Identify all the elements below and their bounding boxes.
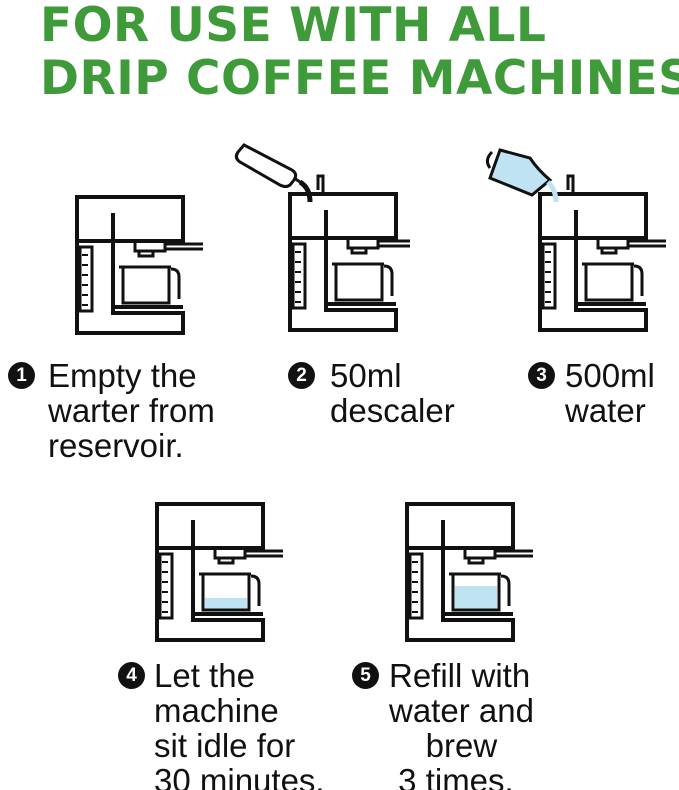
step-1: 1 Empty the warter from reservoir.	[8, 358, 215, 463]
coffee-machine-icon	[75, 195, 205, 335]
step-text: Empty the warter from reservoir.	[48, 357, 215, 464]
step-number-badge: 5	[352, 662, 379, 689]
step-number-badge: 3	[528, 362, 555, 389]
step-5: 5 Refill with water and brew 3 times.	[352, 658, 534, 790]
step-2: 2 50ml descaler	[288, 358, 455, 428]
coffee-machine-brew-icon	[405, 502, 535, 642]
step-3: 3 500ml water	[528, 358, 655, 428]
step-text: Let the machine sit idle for 30 minutes.	[154, 657, 325, 790]
step-number-badge: 1	[8, 362, 35, 389]
step-text: 50ml descaler	[330, 357, 455, 429]
step-text: Refill with water and brew 3 times.	[389, 657, 534, 790]
step-number-badge: 2	[288, 362, 315, 389]
coffee-machine-water-icon	[485, 148, 668, 332]
title-line-1: FOR USE WITH ALL	[40, 0, 547, 53]
step-4: 4 Let the machine sit idle for 30 minute…	[118, 658, 325, 790]
step-number-badge: 4	[118, 662, 145, 689]
coffee-machine-idle-icon	[155, 502, 285, 642]
step-text: 500ml water	[565, 357, 655, 429]
coffee-machine-descaler-icon	[234, 143, 410, 332]
title-line-2: DRIP COFFEE MACHINES:	[40, 51, 679, 106]
